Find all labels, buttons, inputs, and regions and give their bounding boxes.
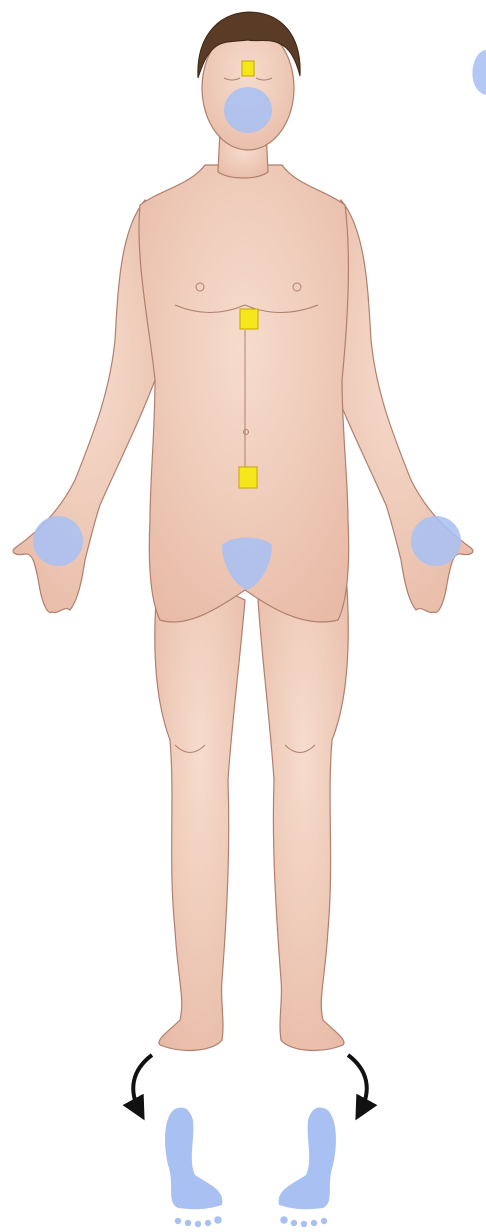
left-palm-marker	[33, 516, 83, 566]
sternum-marker	[240, 309, 258, 329]
feet-soles	[165, 1108, 336, 1228]
edge-circle-marker	[466, 50, 486, 96]
curved-arrow-left-icon	[133, 1055, 152, 1112]
curved-arrow-right-icon	[348, 1055, 367, 1112]
right-palm-marker	[411, 516, 461, 566]
face-marker	[224, 87, 272, 133]
left-leg	[155, 560, 245, 1050]
forehead-marker	[242, 61, 254, 76]
right-leg	[258, 560, 348, 1050]
right-sole-marker	[279, 1108, 336, 1228]
abdomen-marker	[239, 467, 257, 488]
left-sole-marker	[165, 1108, 222, 1228]
arrows	[133, 1055, 367, 1112]
